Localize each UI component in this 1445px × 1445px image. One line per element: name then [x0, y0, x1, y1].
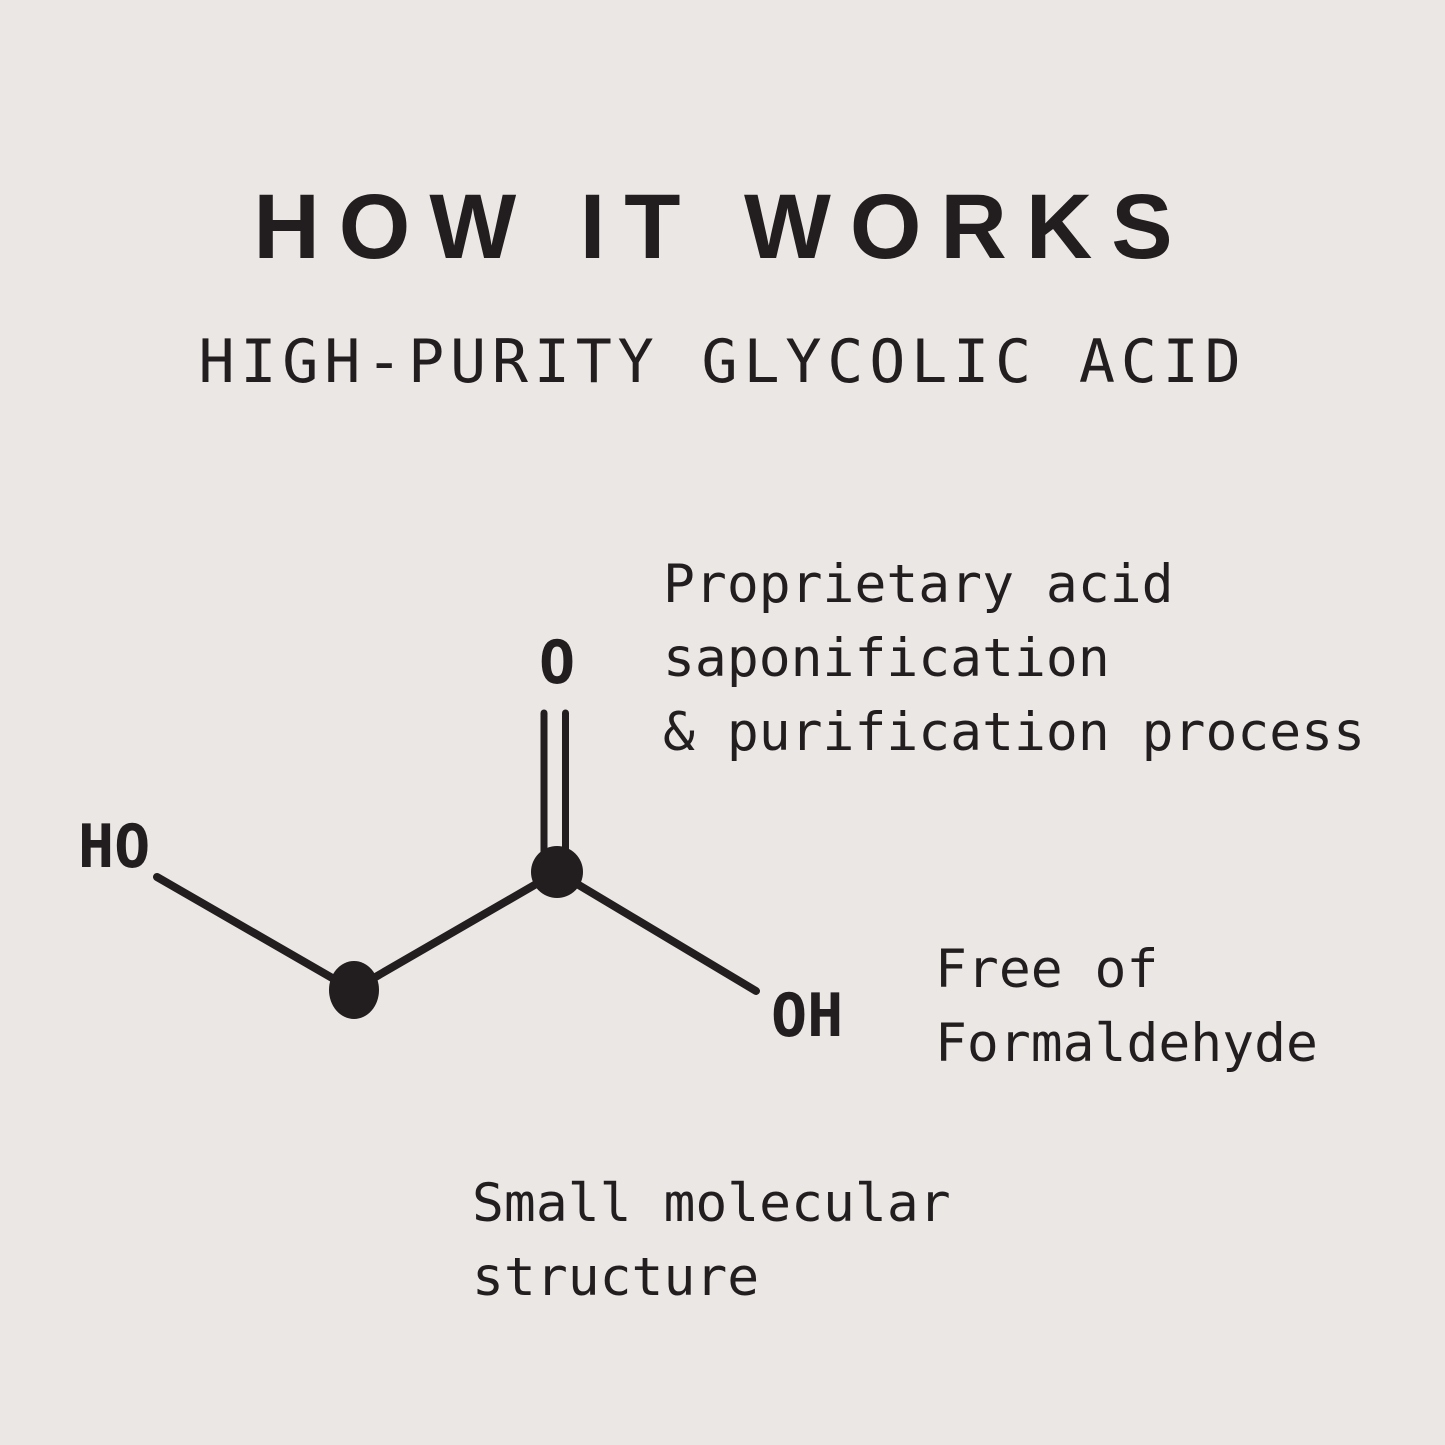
bond-carbon-to-carbon: [349, 868, 561, 994]
annotation-free-of-formaldehyde: Free of Formaldehyde: [935, 939, 1318, 1074]
bond-carbon-to-oh: [553, 868, 760, 995]
annotation-small-molecular-structure: Small molecular structure: [472, 1173, 951, 1308]
page-title: HOW IT WORKS: [253, 176, 1192, 278]
annotation-saponification-process: Proprietary acid saponification & purifi…: [663, 554, 1365, 763]
hydroxyl-label-left: HO: [78, 812, 150, 882]
hydroxyl-label-right: OH: [771, 981, 843, 1051]
carbon-atom-dot-right: [531, 846, 583, 898]
bond-ho-to-carbon: [153, 873, 357, 994]
carbon-atom-dot-left: [329, 961, 379, 1019]
carbonyl-oxygen-label: O: [539, 628, 575, 698]
page-subtitle: HIGH-PURITY GLYCOLIC ACID: [198, 327, 1247, 397]
